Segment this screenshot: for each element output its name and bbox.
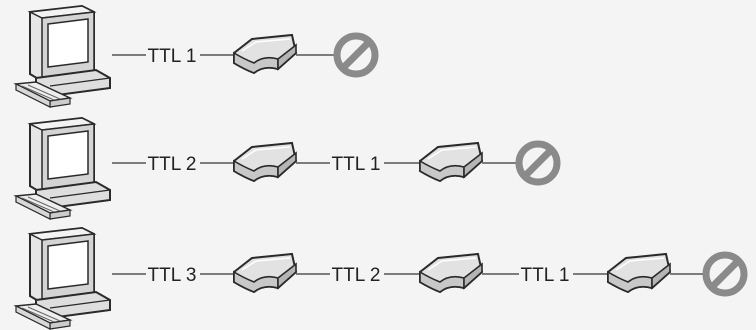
trace-row-3: TTL 3 TTL 2 TTL 1 xyxy=(15,227,744,330)
blocked-icon xyxy=(706,255,744,293)
ttl-label: TTL 1 xyxy=(521,265,570,286)
blocked-icon xyxy=(519,144,557,182)
ttl-label: TTL 2 xyxy=(148,154,197,175)
router-icon xyxy=(233,253,297,293)
router-icon xyxy=(607,253,671,293)
trace-row-2: TTL 2 TTL 1 xyxy=(15,117,557,220)
router-icon xyxy=(419,142,483,182)
ttl-label: TTL 1 xyxy=(332,154,381,175)
computer-icon xyxy=(15,227,111,330)
ttl-label: TTL 3 xyxy=(148,265,197,286)
ttl-label: TTL 1 xyxy=(148,46,197,67)
trace-row-1: TTL 1 xyxy=(15,5,375,108)
computer-icon xyxy=(15,117,111,220)
router-icon xyxy=(419,253,483,293)
blocked-icon xyxy=(337,36,375,74)
computer-icon xyxy=(15,5,111,108)
router-icon xyxy=(233,142,297,182)
router-icon xyxy=(233,34,297,74)
ttl-label: TTL 2 xyxy=(332,265,381,286)
